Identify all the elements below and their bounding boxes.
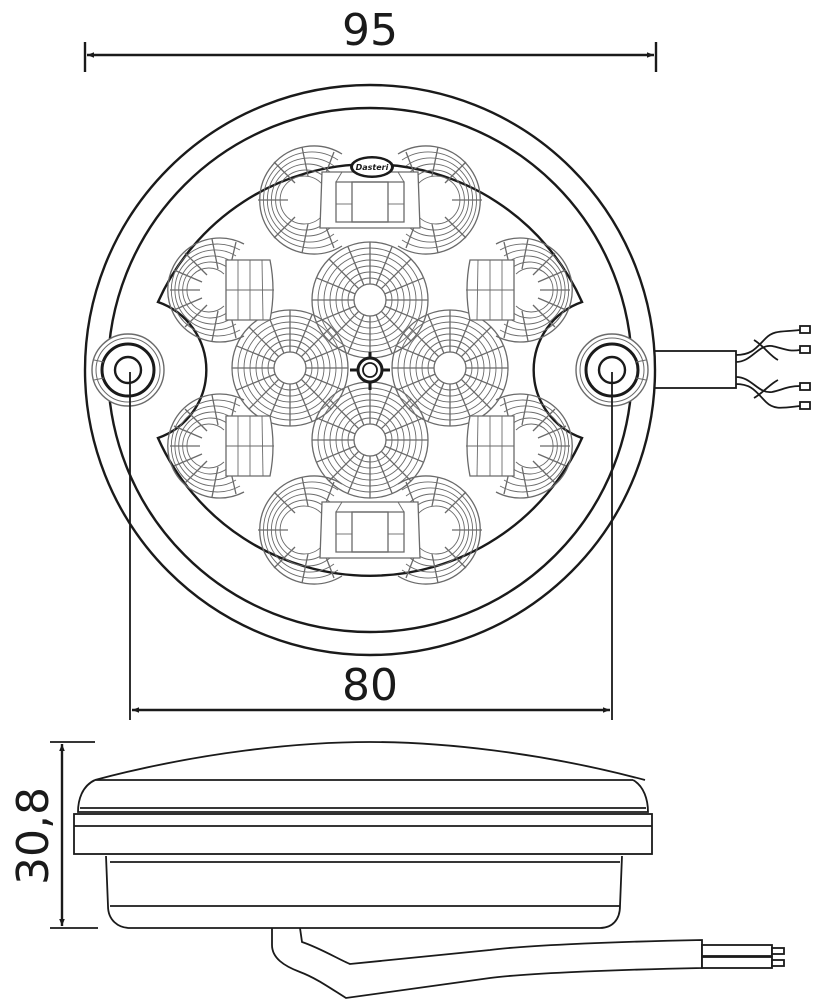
dimension-80-label: 80	[342, 660, 398, 711]
four-wire-cable	[649, 325, 811, 410]
dimension-30-8-label: 30,8	[8, 787, 59, 885]
center-mark	[350, 352, 390, 390]
side-view	[73, 741, 785, 999]
mounting-hole-left	[91, 333, 165, 407]
dimension-hole-spacing: 80	[129, 372, 613, 720]
brand-badge: Dasteri	[350, 156, 394, 178]
brand-label: Dasteri	[356, 163, 389, 172]
front-view: Dasteri	[83, 83, 811, 657]
mounting-hole-right	[575, 333, 649, 407]
dimension-overall-diameter: 95	[83, 5, 658, 72]
dimension-height: 30,8	[8, 741, 98, 929]
two-wire-cable	[271, 927, 785, 999]
dimension-95-label: 95	[342, 5, 398, 56]
